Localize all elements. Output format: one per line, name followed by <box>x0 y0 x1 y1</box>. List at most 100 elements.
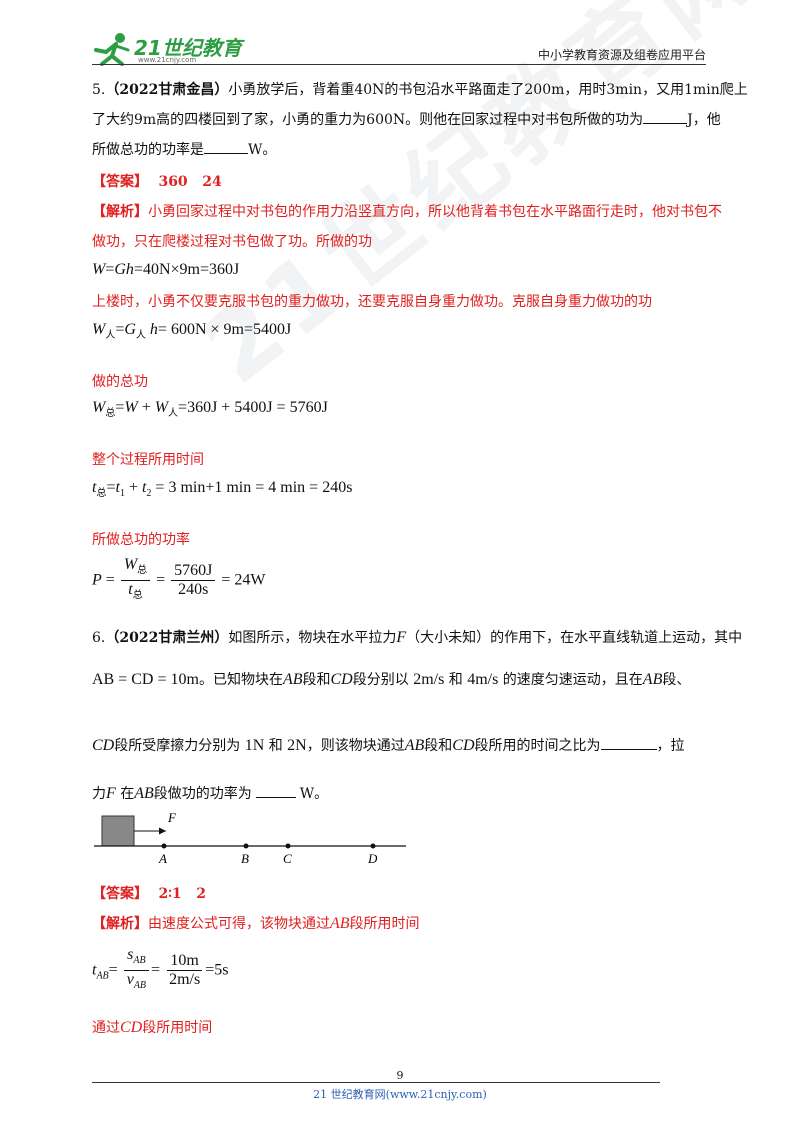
q6-text-2c: 段分别以 <box>352 672 409 688</box>
q6-blank-1[interactable] <box>600 749 657 750</box>
q5-analysis-2: 做功，只在爬楼过程对书包做了功。所做的功 <box>92 234 372 250</box>
header-divider <box>92 64 706 65</box>
point-b <box>243 843 249 849</box>
q6-last-line: 通过CD段所用时间 <box>92 1019 213 1036</box>
q6-analysis-text-1b: 段所用时间 <box>349 916 420 932</box>
label-f: F <box>167 810 177 825</box>
q5-eq-5-result: = 24W <box>221 571 266 589</box>
q5-eq-4-sub-total: 总 <box>96 488 107 500</box>
q6-analysis-text-1: 由速度公式可得，该物块通过 <box>148 916 330 932</box>
q6-analysis-1: 【解析】由速度公式可得，该物块通过AB段所用时间 <box>92 915 420 932</box>
q6-force-symbol-2: F <box>106 785 116 802</box>
q6-force-symbol-1: F <box>396 629 407 646</box>
point-a <box>161 843 167 849</box>
label-a: A <box>158 851 167 866</box>
q6-last-text-b: 段所用时间 <box>142 1020 213 1036</box>
q6-text-2e: 的速度匀速运动，且在 <box>502 672 643 688</box>
q6-eq-result: =5s <box>205 961 229 979</box>
force-arrowhead <box>159 827 166 835</box>
q5-eq-5-sub-num: 总 <box>137 565 148 577</box>
q5-text-2-end: J，他 <box>687 112 721 128</box>
q6-track-diagram: F A B C D <box>94 810 406 866</box>
q5-analysis-1: 【解析】小勇回家过程中对书包的作用力沿竖直方向，所以他背着书包在水平路面行走时，… <box>92 202 722 222</box>
q6-text-3d: 段和 <box>424 738 453 754</box>
q5-eq-3-value: =360J + 5400J = 5760J <box>178 399 328 416</box>
q5-eq-5-sub-den: 总 <box>132 590 143 602</box>
q5-line-3: 所做总功的功率是 W。 <box>92 140 276 160</box>
q5-eq-2: W人=G人 h= 600N × 9m=5400J <box>92 321 292 342</box>
q6-blank-2[interactable] <box>255 797 296 798</box>
q5-eq-2-sub-g: 人 <box>135 330 146 342</box>
q6-text-2a: 。已知物块在 <box>198 672 283 688</box>
point-d <box>370 843 376 849</box>
q5-source: （2022甘肃金昌） <box>105 82 229 98</box>
q6-speed-2: 4m/s <box>467 671 499 688</box>
q5-eq-5: P = W总 t总 = 5760J 240s = 24W <box>92 556 266 605</box>
footer-divider <box>92 1082 660 1083</box>
q6-text-4d: W。 <box>299 786 329 802</box>
q5-text-3-end: W。 <box>248 142 277 158</box>
q5-text-time: 整个过程所用时间 <box>92 452 204 468</box>
q6-last-text-a: 通过 <box>92 1020 120 1036</box>
q6-eq-sub-v: AB <box>133 980 147 992</box>
q5-line-1: 5.（2022甘肃金昌）小勇放学后，背着重40N的书包沿水平路面走了200m，用… <box>92 80 748 100</box>
label-c: C <box>283 851 292 866</box>
q5-text-power: 所做总功的功率 <box>92 532 190 548</box>
q6-eq-frac-2: 10m 2m/s <box>166 952 203 989</box>
block <box>101 815 135 847</box>
q6-eq-1: tAB= sAB vAB = 10m 2m/s =5s <box>92 946 228 995</box>
q5-eq-1-value: =40N×9m=360J <box>133 261 240 278</box>
q6-number: 6. <box>92 630 106 646</box>
q6-friction-2: 2N <box>287 737 307 754</box>
q6-source: （2022甘肃兰州） <box>105 630 229 646</box>
q6-text-4c: 段做功的功率为 <box>153 786 252 802</box>
platform-name: 中小学教育资源及组卷应用平台 <box>537 48 706 62</box>
runner-logo-icon <box>94 33 130 66</box>
footer-site-link[interactable]: 21 世纪教育网(www.21cnjy.com) <box>313 1088 487 1101</box>
q5-eq-1: W=Gh=40N×9m=360J <box>92 261 240 278</box>
label-b: B <box>241 851 249 866</box>
q5-text-3: 所做总功的功率是 <box>92 142 204 158</box>
q6-answer: 【答案】 2∶1 2 <box>92 884 206 904</box>
q6-eq-ab-cd: AB = CD = 10m <box>92 671 199 688</box>
q6-text-1: 如图所示，物块在水平拉力 <box>228 630 397 646</box>
q5-blank-2[interactable] <box>204 153 248 154</box>
q5-eq-4-value: = 3 min+1 min = 4 min = 240s <box>155 479 353 496</box>
q6-eq-num-val: 10m <box>167 952 202 972</box>
page-number: 9 <box>396 1069 404 1082</box>
q6-text-3e: 段所用的时间之比为 <box>474 738 601 754</box>
q6-line-2: AB = CD = 10m。已知物块在AB段和CD段分别以 2m/s 和 4m/… <box>92 671 691 688</box>
q5-eq-3: W总=W + W人=360J + 5400J = 5760J <box>92 399 328 420</box>
q5-eq-5-den-val: 240s <box>178 581 209 599</box>
q6-line-1: 6.（2022甘肃兰州）如图所示，物块在水平拉力F（大小未知）的作用下，在水平直… <box>92 628 742 648</box>
label-d: D <box>367 851 378 866</box>
q5-answer: 【答案】 360 24 <box>92 172 222 192</box>
q6-eq-frac-1: sAB vAB <box>124 946 149 995</box>
q6-text-1b: （大小未知）的作用下，在水平直线轨道上运动，其中 <box>406 630 743 646</box>
q6-text-2b: 段和 <box>302 672 331 688</box>
q6-text-3a: 段所受摩擦力分别为 <box>114 738 241 754</box>
q5-eq-5-frac-1: W总 t总 <box>120 556 151 605</box>
q6-text-3b: 和 <box>268 738 283 754</box>
point-c <box>285 843 291 849</box>
q6-text-3f: ，拉 <box>656 738 685 754</box>
q5-eq-3-sub-2: 人 <box>168 408 179 420</box>
q6-text-4a: 力 <box>92 786 106 802</box>
q5-eq-5-num-val: 5760J <box>171 562 216 582</box>
q5-eq-3-sub-1: 总 <box>105 408 116 420</box>
q5-text-1: 小勇放学后，背着重40N的书包沿水平路面走了200m，用时3min，又用1min… <box>228 82 748 98</box>
q6-eq-den-v: v <box>126 971 134 989</box>
logo-text: 21世纪教育 <box>134 36 242 60</box>
q5-line-2: 了大约9m高的四楼回到了家，小勇的重力为600N。则他在回家过程中对书包所做的功… <box>92 110 721 130</box>
q6-eq-num-s: s <box>127 946 134 963</box>
logo: 21世纪教育 www.21cnjy.com <box>92 30 252 66</box>
q6-analysis-label: 【解析】 <box>92 916 148 932</box>
q5-answer-value: 360 24 <box>158 174 222 190</box>
q5-analysis-label: 【解析】 <box>92 204 148 220</box>
q5-blank-1[interactable] <box>643 123 688 124</box>
q5-eq-2-sub-w: 人 <box>105 330 116 342</box>
q6-answer-label: 【答案】 <box>92 886 148 902</box>
q5-analysis-text-1: 小勇回家过程中对书包的作用力沿竖直方向，所以他背着书包在水平路面行走时，他对书包… <box>148 204 722 220</box>
q6-eq-sub-s: AB <box>133 955 146 967</box>
